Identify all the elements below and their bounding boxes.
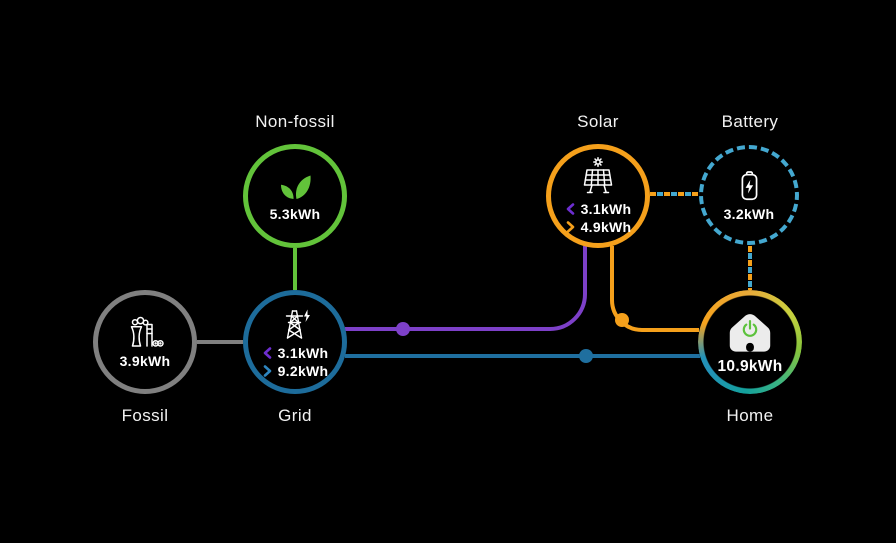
- chevron-right-icon: [565, 220, 576, 234]
- solar-value-row-in: 3.1kWh: [565, 201, 632, 217]
- solar-value-row-out: 4.9kWh: [565, 219, 632, 235]
- fossil-label: Fossil: [121, 406, 169, 425]
- grid-node[interactable]: 3.1kWh 9.2kWh: [243, 290, 347, 394]
- grid-value-row-out: 9.2kWh: [262, 363, 329, 379]
- power-plant-icon: [125, 316, 165, 350]
- non-fossil-node[interactable]: 5.3kWh: [243, 144, 347, 248]
- flow-dot-solar-home: [615, 313, 629, 327]
- flow-dot-grid-home: [579, 349, 593, 363]
- fossil-value: 3.9kWh: [119, 352, 171, 369]
- grid-in-value: 3.1kWh: [277, 345, 329, 361]
- solar-out-value: 4.9kWh: [580, 219, 632, 235]
- home-icon: [725, 309, 775, 355]
- solar-label: Solar: [577, 112, 619, 131]
- solar-panel-icon: [575, 157, 621, 197]
- home-label: Home: [726, 406, 774, 425]
- grid-value-row-in: 3.1kWh: [262, 345, 329, 361]
- home-node[interactable]: 10.9kWh: [698, 290, 802, 394]
- solar-node[interactable]: 3.1kWh 4.9kWh: [546, 144, 650, 248]
- chevron-left-icon: [565, 202, 576, 216]
- chevron-left-icon: [262, 346, 273, 360]
- pylon-icon: [276, 305, 314, 341]
- leaf-icon: [277, 171, 313, 203]
- battery-node[interactable]: 3.2kWh: [699, 145, 799, 245]
- grid-label: Grid: [278, 406, 312, 425]
- edge-grid-solar: [345, 246, 587, 331]
- battery-label: Battery: [721, 112, 779, 131]
- solar-in-value: 3.1kWh: [580, 201, 632, 217]
- fossil-node[interactable]: 3.9kWh: [93, 290, 197, 394]
- non-fossil-label: Non-fossil: [255, 112, 335, 131]
- battery-value: 3.2kWh: [723, 205, 775, 222]
- home-value: 10.9kWh: [717, 357, 783, 375]
- non-fossil-value: 5.3kWh: [269, 205, 321, 222]
- chevron-right-icon: [262, 364, 273, 378]
- flow-dot-grid-solar: [396, 322, 410, 336]
- battery-icon: [735, 169, 763, 203]
- grid-out-value: 9.2kWh: [277, 363, 329, 379]
